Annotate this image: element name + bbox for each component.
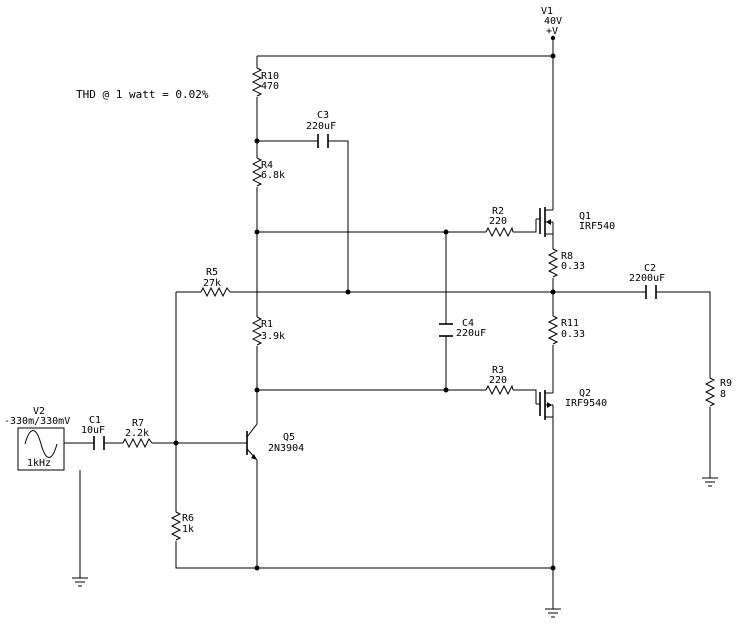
r5-value: 27k xyxy=(203,278,221,289)
c4-value: 220uF xyxy=(456,328,486,339)
resistor-r2: R2 220 xyxy=(485,206,514,238)
ground-symbol-source xyxy=(72,577,88,587)
q2-value: IRF9540 xyxy=(565,398,607,409)
r3-value: 220 xyxy=(489,375,507,386)
signal-source-v2: V2 -330m/330mV 1kHz xyxy=(4,406,70,471)
v1-ref: V1 xyxy=(541,6,553,17)
resistor-r4: R4 6.8k xyxy=(251,157,285,187)
r5-ref: R5 xyxy=(206,267,218,278)
r4-value: 6.8k xyxy=(261,170,285,181)
v1-value: 40V xyxy=(544,16,562,27)
ground-symbol-main xyxy=(545,608,561,618)
c2-ref: C2 xyxy=(644,263,656,274)
resistor-r3: R3 220 xyxy=(485,365,514,396)
capacitor-c1: C1 10uF xyxy=(81,415,105,450)
c1-value: 10uF xyxy=(81,425,105,436)
resistor-r1: R1 3.9k xyxy=(251,316,285,346)
wires xyxy=(64,38,711,609)
q1-ref: Q1 xyxy=(579,211,591,222)
resistor-r6: R6 1k xyxy=(170,511,194,541)
v2-extra: 1kHz xyxy=(27,458,51,469)
q2-ref: Q2 xyxy=(579,388,591,399)
mosfet-q2: Q2 IRF9540 xyxy=(536,387,607,420)
r9-ref: R9 xyxy=(720,378,732,389)
v1-extra: +V xyxy=(546,26,558,37)
r10-value: 470 xyxy=(261,81,279,92)
capacitor-c4: C4 220uF xyxy=(439,318,486,339)
r2-ref: R2 xyxy=(492,206,504,217)
r8-ref: R8 xyxy=(561,251,573,262)
q1-value: IRF540 xyxy=(579,221,615,232)
q5-value: 2N3904 xyxy=(268,443,304,454)
junctions xyxy=(173,53,556,571)
r1-value: 3.9k xyxy=(261,331,285,342)
r2-value: 220 xyxy=(489,216,507,227)
resistor-r8: R8 0.33 xyxy=(547,248,585,278)
q5-ref: Q5 xyxy=(283,432,295,443)
resistor-r10: R10 470 xyxy=(251,67,279,97)
r6-value: 1k xyxy=(182,524,194,535)
r7-value: 2.2k xyxy=(125,428,149,439)
v2-ref: V2 xyxy=(33,406,45,417)
c1-ref: C1 xyxy=(89,415,101,426)
resistor-r7: R7 2.2k xyxy=(122,418,153,449)
r8-value: 0.33 xyxy=(561,261,585,272)
c2-value: 2200uF xyxy=(629,273,665,284)
bjt-q5: Q5 2N3904 xyxy=(246,423,304,461)
resistor-r5: R5 27k xyxy=(200,267,231,298)
thd-note: THD @ 1 watt = 0.02% xyxy=(76,88,209,101)
r7-ref: R7 xyxy=(132,418,144,429)
c3-value: 220uF xyxy=(306,121,336,132)
v2-value: -330m/330mV xyxy=(4,416,70,427)
ground-symbol-load xyxy=(702,477,718,487)
capacitor-c3: C3 220uF xyxy=(306,110,336,148)
r3-ref: R3 xyxy=(492,365,504,376)
mosfet-q1: Q1 IRF540 xyxy=(535,205,615,237)
c4-ref: C4 xyxy=(462,318,474,329)
capacitor-c2: C2 2200uF xyxy=(629,263,665,299)
c3-ref: C3 xyxy=(317,110,329,121)
r4-ref: R4 xyxy=(261,160,273,171)
r6-ref: R6 xyxy=(182,513,194,524)
r9-value: 8 xyxy=(720,389,726,400)
resistor-r9: R9 8 xyxy=(704,377,732,407)
resistor-r11: R11 0.33 xyxy=(547,315,585,345)
r1-ref: R1 xyxy=(261,319,273,330)
r11-value: 0.33 xyxy=(561,329,585,340)
supply-v1: V1 40V +V xyxy=(541,6,562,41)
r11-ref: R11 xyxy=(561,318,579,329)
r10-ref: R10 xyxy=(261,71,279,82)
